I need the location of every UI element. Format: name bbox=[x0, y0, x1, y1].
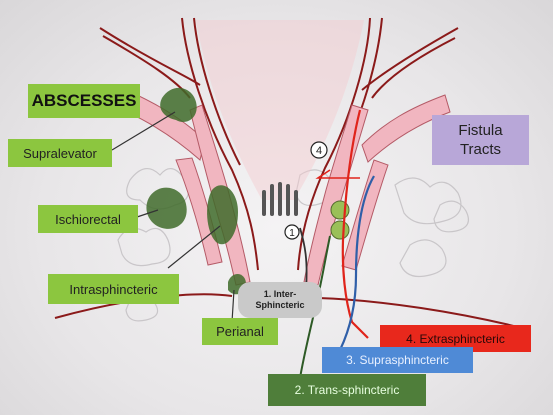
intersphincteric-line1: 1. Inter- bbox=[263, 289, 297, 299]
ischiorectal-abscess bbox=[146, 187, 187, 229]
marker-one-circle bbox=[284, 224, 300, 240]
fistula-abscess-lower bbox=[330, 220, 350, 240]
anal-folds bbox=[262, 182, 298, 216]
rectal-lumen bbox=[196, 20, 364, 200]
trans-sphincteric-label: 2. Trans-sphincteric bbox=[268, 374, 426, 406]
suprasphincteric-label: 3. Suprasphincteric bbox=[322, 347, 473, 373]
supralevator-abscess bbox=[160, 87, 197, 122]
marker-four-text: 4 bbox=[316, 145, 322, 157]
intersphincteric-line2: Sphincteric bbox=[255, 300, 305, 310]
supralevator-label: Supralevator bbox=[8, 139, 112, 167]
perianal-label: Perianal bbox=[202, 318, 278, 345]
fistula-heading-line1: Fistula bbox=[458, 122, 503, 139]
pointer-lines bbox=[111, 111, 235, 323]
marker-one-text: 1 bbox=[289, 228, 295, 239]
levator-line-right-lower bbox=[371, 37, 456, 99]
fistula-tracts-heading: Fistula Tracts bbox=[432, 115, 529, 165]
intrasphincteric-label: Intrasphincteric bbox=[48, 274, 179, 304]
external-sphincter-left bbox=[175, 157, 223, 266]
abscesses-heading: ABSCESSES bbox=[28, 84, 140, 118]
intersphincteric-label: 1. Inter- Sphincteric bbox=[238, 282, 322, 318]
fistula-heading-line2: Tracts bbox=[459, 141, 502, 158]
ischiorectal-label: Ischiorectal bbox=[38, 205, 138, 233]
suprasphincteric-tract bbox=[339, 175, 375, 351]
intersphincteric-tract bbox=[299, 227, 308, 291]
rectal-wall-left-outer bbox=[181, 17, 259, 271]
extrasphincteric-entry bbox=[315, 169, 360, 179]
levator-muscle-right bbox=[361, 94, 451, 163]
skin-line-right bbox=[317, 297, 531, 331]
marker-four-circle bbox=[310, 141, 328, 159]
extrasphincteric-tract bbox=[341, 109, 369, 339]
rectal-wall-left-inner bbox=[193, 17, 241, 166]
